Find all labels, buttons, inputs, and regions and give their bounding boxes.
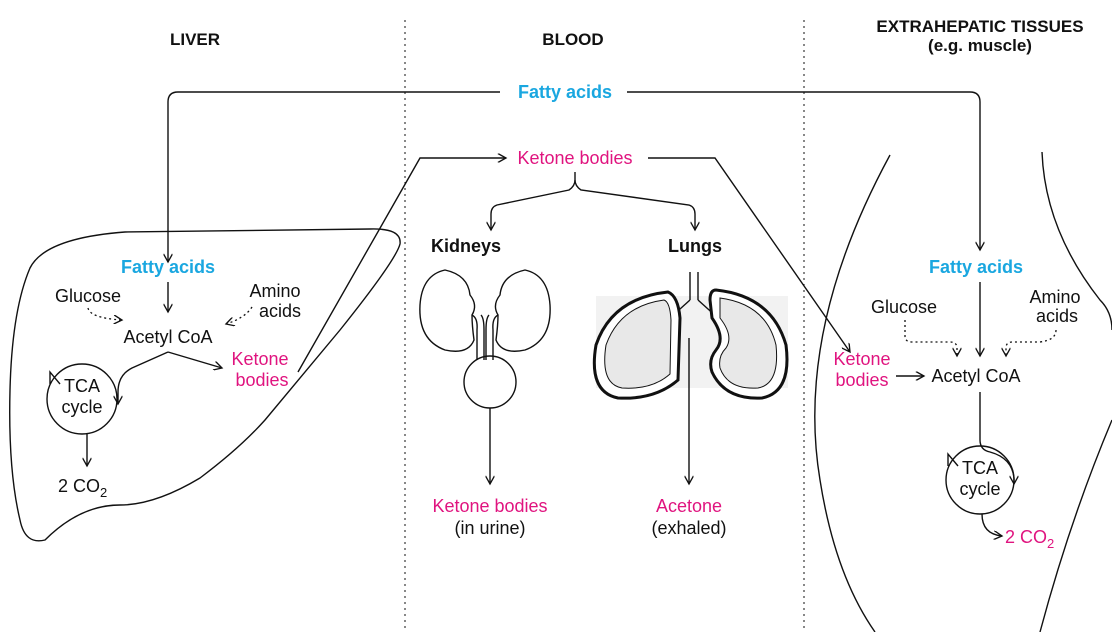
header-extrahepatic: EXTRAHEPATIC TISSUES (876, 17, 1083, 36)
kidneys-label: Kidneys (431, 236, 501, 256)
tissue-glucose-arrow (905, 320, 957, 356)
liver-glucose-arrow (88, 308, 122, 320)
muscle-left-outline (815, 155, 890, 632)
tissue-fatty-acids-label: Fatty acids (929, 257, 1023, 277)
liver-acetylcoa-to-ketones-arrow (168, 352, 222, 368)
header-extrahepatic-example: (e.g. muscle) (928, 36, 1032, 55)
liver-tca-label: TCA (64, 376, 100, 396)
lungs-illustration (594, 272, 788, 398)
liver-glucose-label: Glucose (55, 286, 121, 306)
right-kidney (495, 270, 550, 351)
blood-ketone-bodies-label: Ketone bodies (517, 148, 632, 168)
liver-acetylcoa-to-tca-arrow (118, 352, 168, 404)
liver-acetyl-coa-label: Acetyl CoA (123, 327, 212, 347)
tissue-acids-label: acids (1036, 306, 1078, 326)
ketones-to-lungs-arrow (575, 180, 695, 230)
tissue-co2-label: 2 CO2 (1005, 527, 1054, 551)
tissue-tca-to-co2-arrow (982, 514, 1002, 536)
trachea (690, 272, 698, 300)
tissue-amino-label: Amino (1029, 287, 1080, 307)
liver-amino-arrow (226, 307, 252, 324)
tissue-bodies-label: bodies (835, 370, 888, 390)
ketones-to-kidneys-arrow (491, 172, 575, 230)
acetone-label: Acetone (656, 496, 722, 516)
tissue-cycle-label: cycle (959, 479, 1000, 499)
tissue-amino-arrow (1006, 330, 1056, 356)
kidneys-illustration (420, 270, 550, 408)
liver-fatty-acids-label: Fatty acids (121, 257, 215, 277)
liver-acids-label: acids (259, 301, 301, 321)
liver-co2-label: 2 CO2 (58, 476, 107, 500)
liver-ketone-label: Ketone (231, 349, 288, 369)
tissue-tca-label: TCA (962, 458, 998, 478)
in-urine-label: (in urine) (454, 518, 525, 538)
exhaled-label: (exhaled) (651, 518, 726, 538)
lungs-label: Lungs (668, 236, 722, 256)
tissue-acetyl-coa-label: Acetyl CoA (931, 366, 1020, 386)
liver-amino-label: Amino (249, 281, 300, 301)
liver-cycle-label: cycle (61, 397, 102, 417)
left-kidney (420, 270, 475, 351)
bladder (464, 356, 516, 408)
liver-ketones-to-blood-arrow (298, 158, 506, 372)
tissue-ketone-label: Ketone (833, 349, 890, 369)
tissue-glucose-label: Glucose (871, 297, 937, 317)
header-blood: BLOOD (542, 30, 603, 49)
liver-bodies-label: bodies (235, 370, 288, 390)
urine-ketone-bodies-label: Ketone bodies (432, 496, 547, 516)
top-fatty-acids-label: Fatty acids (518, 82, 612, 102)
muscle-right-lower-outline (1040, 420, 1112, 632)
header-liver: LIVER (170, 30, 220, 49)
